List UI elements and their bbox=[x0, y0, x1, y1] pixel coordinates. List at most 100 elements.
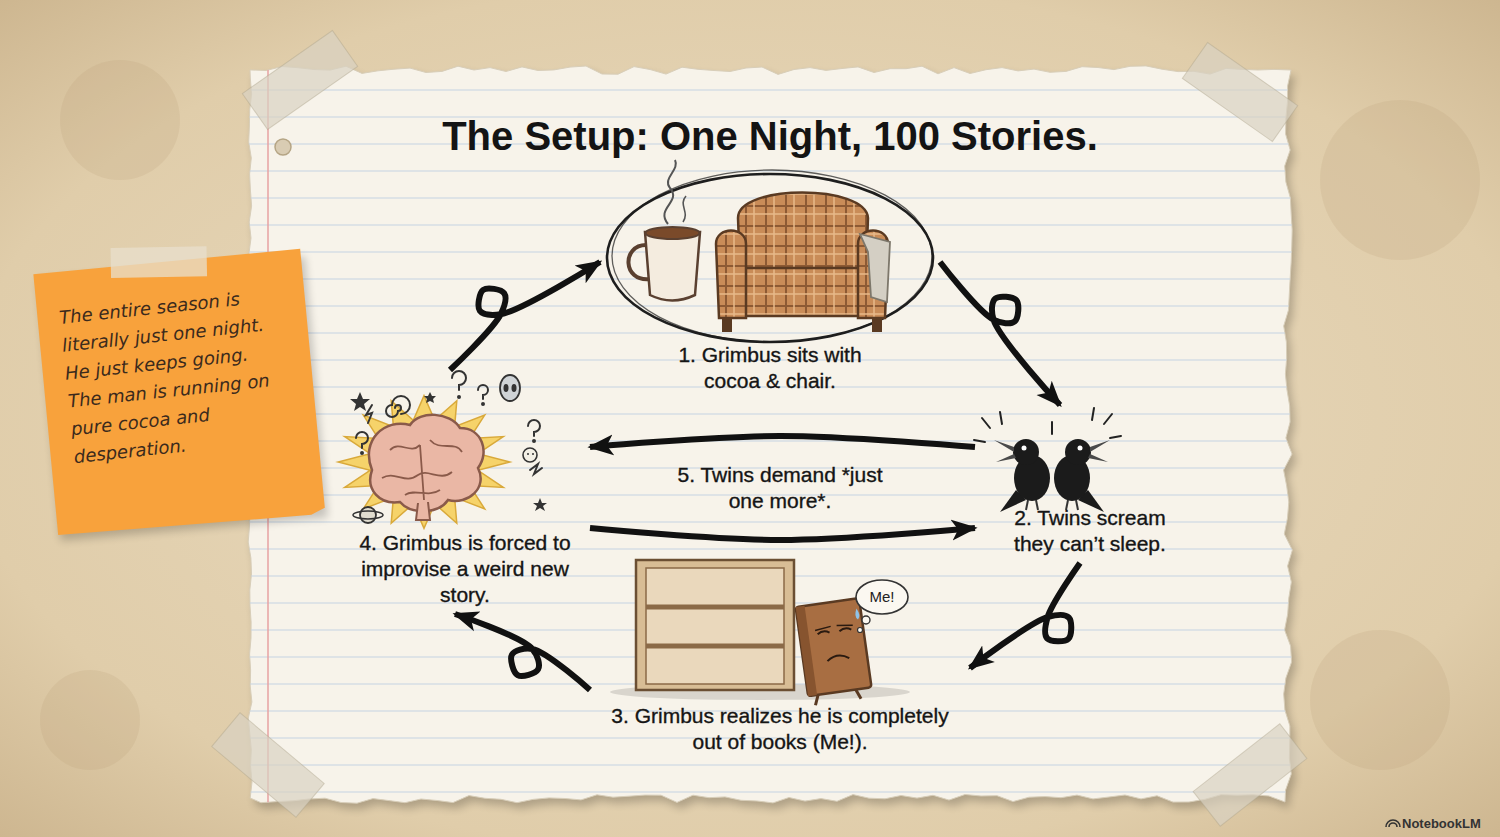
brain-illustration-part bbox=[356, 371, 542, 474]
step-caption: 4. Grimbus is forced to improvise a weir… bbox=[351, 530, 579, 608]
cycle-arrow bbox=[940, 262, 1060, 405]
brain-illustration-part bbox=[532, 453, 534, 455]
brain-illustration-part-part bbox=[530, 464, 542, 474]
empty-shelf-book-illustration-part-part bbox=[796, 598, 872, 696]
tape-part bbox=[1182, 42, 1297, 141]
tape bbox=[212, 30, 1307, 826]
empty-shelf-book-illustration-part-part bbox=[827, 654, 849, 661]
brain-illustration-part bbox=[353, 511, 383, 519]
cycle-arrow bbox=[450, 262, 600, 370]
empty-shelf-book-illustration-part bbox=[856, 580, 908, 614]
brain-illustration-part bbox=[350, 392, 547, 511]
brain-illustration-part-part bbox=[366, 405, 372, 423]
brain-illustration bbox=[338, 371, 547, 528]
brain-illustration-part bbox=[369, 415, 484, 511]
brain-illustration-part bbox=[512, 384, 517, 392]
brain-illustration-part-part bbox=[424, 392, 436, 403]
brain-illustration-part-part bbox=[386, 396, 410, 417]
twin-birds-illustration-part bbox=[1088, 440, 1110, 462]
brain-illustration-part-part bbox=[478, 385, 488, 399]
edge-label: 5. Twins demand *just one more*. bbox=[665, 462, 895, 514]
cocoa-chair-illustration-part bbox=[872, 318, 882, 332]
cycle-arrow bbox=[590, 528, 975, 540]
twin-birds-illustration-part-part bbox=[1110, 436, 1121, 438]
tape-part bbox=[212, 713, 325, 817]
empty-shelf-book-illustration-part bbox=[858, 628, 863, 633]
empty-shelf-book-illustration-part-part bbox=[796, 606, 817, 696]
cocoa-chair-illustration-part bbox=[607, 174, 933, 342]
brain-illustration-part bbox=[527, 453, 529, 455]
twin-birds-illustration-part bbox=[994, 440, 1016, 462]
brain-illustration-part-part bbox=[361, 452, 363, 454]
brain-illustration-part-part bbox=[452, 371, 466, 390]
twin-birds-illustration-part-part bbox=[982, 418, 990, 428]
empty-shelf-book-illustration-part bbox=[646, 644, 784, 649]
twin-birds-illustration-part bbox=[974, 408, 1121, 442]
twin-birds-illustration-part-part bbox=[1000, 412, 1002, 424]
watermark-icon-part bbox=[1389, 823, 1397, 827]
empty-shelf-book-illustration-part bbox=[646, 605, 784, 610]
cocoa-chair-illustration-part bbox=[646, 227, 700, 239]
cycle-arrow bbox=[970, 563, 1080, 668]
cocoa-chair-illustration-part bbox=[740, 268, 866, 316]
speech-bubble-text: Me! bbox=[858, 588, 906, 606]
empty-shelf-book-illustration-part-part bbox=[815, 623, 853, 630]
twin-birds-illustration-part bbox=[1078, 446, 1083, 451]
twin-birds-illustration-part bbox=[1065, 439, 1091, 465]
cocoa-chair-illustration-part bbox=[860, 234, 890, 302]
step-caption: 2. Twins scream they can’t sleep. bbox=[995, 505, 1185, 557]
empty-shelf-book-illustration-part bbox=[796, 598, 873, 706]
empty-shelf-book-illustration-part-part bbox=[854, 608, 859, 619]
watermark-icon bbox=[1386, 820, 1400, 827]
stains-part bbox=[40, 670, 140, 770]
twin-birds-illustration-part-part bbox=[1104, 414, 1112, 424]
brain-illustration-part bbox=[523, 448, 537, 462]
watermark-icon-part bbox=[1386, 820, 1400, 827]
tape-part bbox=[242, 30, 357, 129]
empty-shelf-book-illustration-part-part bbox=[814, 695, 819, 705]
brain-illustration-part bbox=[382, 440, 462, 500]
brain-illustration-part-part bbox=[350, 392, 370, 411]
brain-illustration-part-part bbox=[533, 498, 547, 511]
sticky-note-text: The entire season is literally just one … bbox=[58, 281, 296, 471]
stains-part bbox=[1310, 630, 1450, 770]
step-node: 4. Grimbus is forced to improvise a weir… bbox=[340, 370, 590, 614]
cocoa-chair-illustration-part bbox=[664, 160, 676, 224]
twin-birds-illustration-part-part bbox=[1051, 422, 1053, 434]
step-node: 1. Grimbus sits with cocoa & chair. bbox=[600, 170, 940, 400]
cocoa-chair-illustration-part bbox=[645, 232, 700, 301]
brain-illustration-part bbox=[360, 507, 376, 523]
cocoa-chair-illustration-part bbox=[722, 318, 732, 332]
brain-illustration-part bbox=[504, 384, 509, 392]
punch-hole bbox=[275, 139, 291, 155]
cocoa-chair-illustration-part bbox=[716, 231, 746, 319]
sticky-note-part bbox=[111, 246, 208, 278]
sticky-note-part bbox=[33, 249, 325, 538]
diagram-title: The Setup: One Night, 100 Stories. bbox=[320, 112, 1220, 160]
brain-illustration-part-part bbox=[528, 420, 540, 436]
brain-illustration-part-part bbox=[533, 440, 535, 442]
cocoa-chair-illustration-part bbox=[738, 193, 868, 273]
empty-shelf-book-illustration-part-part bbox=[856, 689, 861, 699]
empty-shelf-book-illustration-part bbox=[636, 560, 794, 690]
brain-illustration-part bbox=[338, 396, 510, 529]
cycle-arrow bbox=[455, 614, 590, 690]
twin-birds-illustration-part-part bbox=[974, 440, 985, 442]
cocoa-chair-illustration bbox=[607, 160, 933, 342]
watermark: NotebookLM bbox=[1402, 816, 1494, 832]
cocoa-chair-illustration-part bbox=[683, 196, 686, 222]
step-caption: 1. Grimbus sits with cocoa & chair. bbox=[650, 342, 890, 394]
stains-part bbox=[60, 60, 180, 180]
twin-birds-illustration-part bbox=[1013, 439, 1039, 465]
empty-shelf-book-illustration-part bbox=[646, 568, 784, 684]
brain-illustration-part bbox=[500, 375, 520, 401]
brain-illustration-part-part bbox=[356, 432, 368, 448]
ruled-lines bbox=[240, 60, 1300, 810]
brain-illustration-part-part bbox=[482, 403, 484, 405]
empty-shelf-book-illustration-part bbox=[862, 616, 870, 624]
brain-illustration-part-part bbox=[458, 396, 460, 398]
step-node: 2. Twins scream they can’t sleep. bbox=[975, 405, 1205, 563]
step-caption: 3. Grimbus realizes he is completely out… bbox=[610, 703, 950, 755]
twin-birds-illustration bbox=[974, 408, 1121, 512]
ruled-lines-part bbox=[240, 60, 1300, 810]
